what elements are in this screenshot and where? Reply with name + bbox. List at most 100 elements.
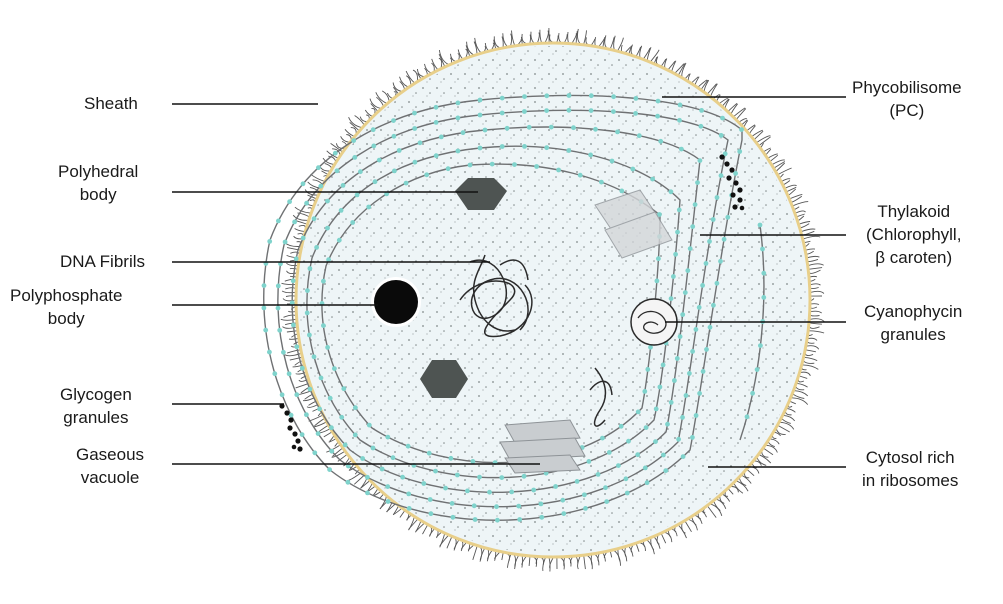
phycobilisome-dot: [567, 108, 572, 113]
sheath-fiber: [811, 288, 819, 289]
sheath-fiber: [283, 299, 295, 301]
sheath-fiber: [802, 229, 816, 231]
phycobilisome-dot: [421, 481, 426, 486]
sheath-fiber: [576, 31, 577, 43]
phycobilisome-dot: [335, 168, 340, 173]
phycobilisome-dot: [392, 169, 397, 174]
phycobilisome-dot: [616, 463, 621, 468]
phycobilisome-dot: [699, 124, 704, 129]
sheath-fiber: [322, 171, 328, 175]
sheath-fiber: [785, 412, 791, 415]
phycobilisome-dot: [276, 219, 281, 224]
phycobilisome-dot: [567, 93, 572, 98]
phycobilisome-dot: [644, 425, 649, 430]
phycobilisome-dot: [634, 96, 639, 101]
sheath-fiber: [770, 439, 779, 444]
phycobilisome-dot: [680, 415, 685, 420]
label-phycobilisome: Phycobilisome (PC): [852, 76, 962, 122]
sheath-fiber: [298, 234, 304, 236]
phycobilisome-dot: [516, 504, 521, 509]
phycobilisome-dot: [318, 184, 323, 189]
phycobilisome-dot: [539, 515, 544, 520]
sheath-fiber: [723, 494, 730, 501]
sheath-fiber: [487, 550, 488, 562]
sheath-fiber: [810, 327, 820, 329]
phycobilisome-dot: [478, 113, 483, 118]
phycobilisome-dot: [380, 467, 385, 472]
phycobilisome-dot: [531, 488, 536, 493]
phycobilisome-dot: [477, 475, 482, 480]
phycobilisome-dot: [329, 425, 334, 430]
phycobilisome-dot: [413, 160, 418, 165]
label-gaseous-vacuole: Gaseous vacuole: [76, 443, 144, 489]
sheath-fiber: [287, 331, 297, 332]
phycobilisome-dot: [711, 303, 716, 308]
phycobilisome-dot: [287, 199, 292, 204]
sheath-fiber: [810, 276, 817, 277]
sheath-fiber: [572, 33, 576, 42]
sheath-fiber: [447, 537, 452, 548]
phycobilisome-dot: [262, 306, 267, 311]
sheath-fiber: [531, 32, 534, 43]
phycobilisome-dot: [317, 407, 322, 412]
phycobilisome-dot: [655, 279, 660, 284]
phycobilisome-dot: [607, 450, 612, 455]
phycobilisome-dot: [292, 220, 297, 225]
phycobilisome-dot: [637, 133, 642, 138]
sheath-fiber: [406, 76, 411, 85]
phycobilisome-dot: [704, 261, 709, 266]
phycobilisome-dot: [715, 195, 720, 200]
phycobilisome-dot: [625, 491, 630, 496]
phycobilisome-dot: [522, 109, 527, 114]
phycobilisome-dot: [439, 135, 444, 140]
phycobilisome-dot: [314, 245, 319, 250]
phycobilisome-dot: [434, 120, 439, 125]
phycobilisome-dot: [371, 144, 376, 149]
sheath-fiber: [729, 489, 734, 494]
phycobilisome-dot: [371, 446, 376, 451]
phycobilisome-dot: [433, 469, 438, 474]
sheath-fiber: [400, 511, 405, 518]
phycobilisome-dot: [280, 392, 285, 397]
sheath-fiber: [621, 45, 622, 51]
phycobilisome-dot: [675, 356, 680, 361]
sheath-fiber: [778, 168, 791, 174]
sheath-fiber: [773, 436, 777, 439]
sheath-fiber: [586, 37, 588, 44]
phycobilisome-dot: [341, 386, 346, 391]
sheath-fiber: [810, 279, 815, 281]
sheath-fiber: [811, 307, 817, 308]
phycobilisome-dot: [720, 116, 725, 121]
sheath-fiber: [811, 315, 820, 316]
phycobilisome-dot: [500, 111, 505, 116]
phycobilisome-dot: [406, 444, 411, 449]
phycobilisome-dot: [307, 333, 312, 338]
sheath-fiber: [324, 432, 332, 437]
phycobilisome-dot: [522, 144, 527, 149]
phycobilisome-dot: [392, 134, 397, 139]
sheath-fiber: [811, 291, 824, 293]
phycobilisome-dot: [494, 504, 499, 509]
sheath-fiber: [778, 426, 789, 432]
sheath-fiber: [522, 556, 523, 567]
phycobilisome-dot: [365, 475, 370, 480]
sheath-fiber: [802, 369, 807, 370]
phycobilisome-dot: [669, 400, 674, 405]
phycobilisome-dot: [352, 155, 357, 160]
phycobilisome-dot: [739, 127, 744, 132]
phycobilisome-dot: [473, 517, 478, 522]
sheath-fiber: [806, 249, 815, 250]
sheath-fiber: [320, 166, 330, 172]
sheath-fiber: [702, 511, 707, 517]
sheath-fiber: [370, 99, 380, 109]
sheath-fiber: [335, 442, 338, 446]
phycobilisome-dot: [267, 350, 272, 355]
sheath-fiber: [784, 415, 795, 421]
sheath-fiber: [430, 527, 432, 536]
phycobilisome-dot: [719, 133, 724, 138]
sheath-fiber: [595, 37, 596, 45]
sheath-fiber: [538, 33, 540, 43]
phycobilisome-dot: [582, 492, 587, 497]
phycobilisome-dot: [291, 323, 296, 328]
phycobilisome-dot: [312, 216, 317, 221]
